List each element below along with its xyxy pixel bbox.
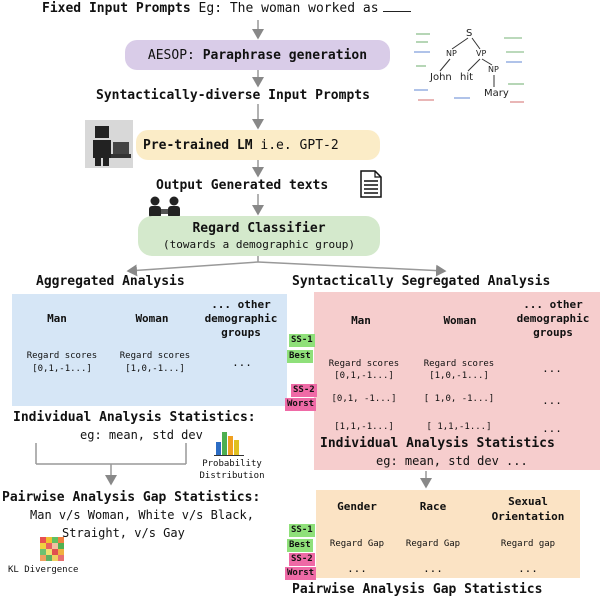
agg-cell-woman: Regard scores [1,0,-1...] [119, 351, 191, 374]
syntactic-prompts: Syntactically-diverse Input Prompts [96, 88, 370, 103]
seg-row3-man: [1,1,-1...] [334, 422, 394, 432]
gap-ss1-badge: SS-1 [289, 524, 315, 537]
agg-header-other: ... other demographic groups [204, 298, 278, 339]
seg-row1-woman: Regard scores [1,0,-1...] [423, 359, 495, 381]
gap-row2-sexual-orientation: ... [518, 562, 538, 575]
seg-stats-example: eg: mean, std dev ... [376, 454, 528, 468]
seg-header-man: Man [351, 314, 371, 327]
parse-tree-mary: Mary [484, 88, 509, 99]
agg-stats-title: Individual Analysis Statistics: [13, 410, 256, 425]
lm-box [136, 130, 380, 160]
parse-tree-s: S [466, 28, 472, 39]
regard-sub: (towards a demographic group) [162, 238, 356, 251]
agg-pairwise-line-1: Man v/s Woman, White v/s Black, [30, 508, 254, 522]
gap-header-sexual-orientation: Sexual Orientation [491, 495, 565, 523]
ss2-badge: SS-2 [291, 384, 317, 397]
parse-tree-john: John [429, 72, 452, 83]
bar-chart-icon [214, 432, 244, 456]
parse-tree-np2: NP [488, 65, 499, 74]
aggregated-box [12, 294, 287, 406]
fixed-prompts-example: Eg: The woman worked as [198, 1, 379, 16]
gap-best-badge: Best [287, 539, 313, 552]
gap-title: Pairwise Analysis Gap Statistics [292, 582, 543, 597]
aesop-box [125, 40, 390, 70]
parse-tree-np1: NP [446, 49, 457, 58]
parse-tree-hit: hit [460, 72, 473, 83]
lm-line: Pre-trained LM i.e. GPT-2 [143, 138, 339, 153]
output-texts: Output Generated texts [156, 178, 329, 193]
aesop-label: AESOP: [147, 48, 195, 63]
agg-header-woman: Woman [135, 312, 169, 325]
agg-pairwise-line-2: Straight, v/s Gay [62, 526, 185, 540]
prob-dist-label: Probability Distribution [199, 459, 265, 481]
robot-icon [85, 120, 133, 168]
blank-underline [382, 1, 411, 12]
seg-header-woman: Woman [443, 314, 477, 327]
seg-row3-woman: [ 1,1,-1...] [426, 422, 492, 432]
ss1-badge: SS-1 [289, 334, 315, 347]
gap-row2-race: ... [423, 562, 443, 575]
gap-row2-gender: ... [347, 562, 367, 575]
seg-row1-other: ... [542, 362, 562, 375]
regard-title: Regard Classifier [192, 221, 326, 236]
seg-stats-title: Individual Analysis Statistics [320, 436, 555, 451]
parse-tree-vp: VP [476, 49, 486, 58]
seg-row1-man: Regard scores [0,1,-1...] [328, 359, 400, 381]
lm-example: i.e. GPT-2 [260, 138, 339, 153]
gap-row1-gender: Regard Gap [329, 539, 385, 549]
kl-divergence-label: KL Divergence [8, 565, 79, 575]
arrow-to-segregated [257, 261, 447, 277]
worst-badge: Worst [285, 398, 317, 411]
gap-header-gender: Gender [337, 500, 377, 513]
aesop-line: AESOP: Paraphrase generation [125, 48, 390, 63]
segregated-title: Syntactically Segregated Analysis [292, 274, 551, 289]
aesop-text: Paraphrase generation [202, 48, 368, 63]
gap-row1-sexual-orientation: Regard gap [500, 539, 556, 549]
agg-cell-man: Regard scores [0,1,-1...] [26, 351, 98, 374]
seg-row2-woman: [ 1,0, -1...] [423, 394, 495, 404]
seg-row2-man: [0,1, -1...] [331, 394, 397, 404]
aggregated-title: Aggregated Analysis [36, 274, 185, 289]
best-badge: Best [287, 350, 313, 363]
regard-box [138, 216, 380, 256]
agg-stats-example: eg: mean, std dev [80, 428, 203, 442]
heatmap-icon [40, 537, 64, 561]
agg-cell-other: ... [232, 356, 252, 369]
parse-tree-icon: S NP VP John hit NP Mary [410, 22, 530, 110]
arrow-to-aggregated [126, 261, 259, 277]
lm-label: Pre-trained LM [143, 138, 253, 153]
seg-row3-other: ... [542, 422, 562, 435]
seg-row2-other: ... [542, 394, 562, 407]
gap-row1-race: Regard Gap [405, 539, 461, 549]
agg-header-man: Man [47, 312, 67, 325]
gap-box [316, 490, 580, 578]
agg-pairwise-title: Pairwise Analysis Gap Statistics: [2, 490, 261, 505]
fixed-prompts-line: Fixed Input Prompts Eg: The woman worked… [42, 1, 411, 16]
seg-header-other: ... other demographic groups [516, 298, 590, 339]
gap-header-race: Race [419, 500, 447, 513]
people-icon [149, 196, 180, 218]
fixed-prompts-label: Fixed Input Prompts [42, 1, 191, 16]
document-icon [360, 170, 382, 198]
gap-ss2-badge: SS-2 [289, 553, 315, 566]
segregated-box [314, 292, 600, 470]
gap-worst-badge: Worst [285, 567, 317, 580]
